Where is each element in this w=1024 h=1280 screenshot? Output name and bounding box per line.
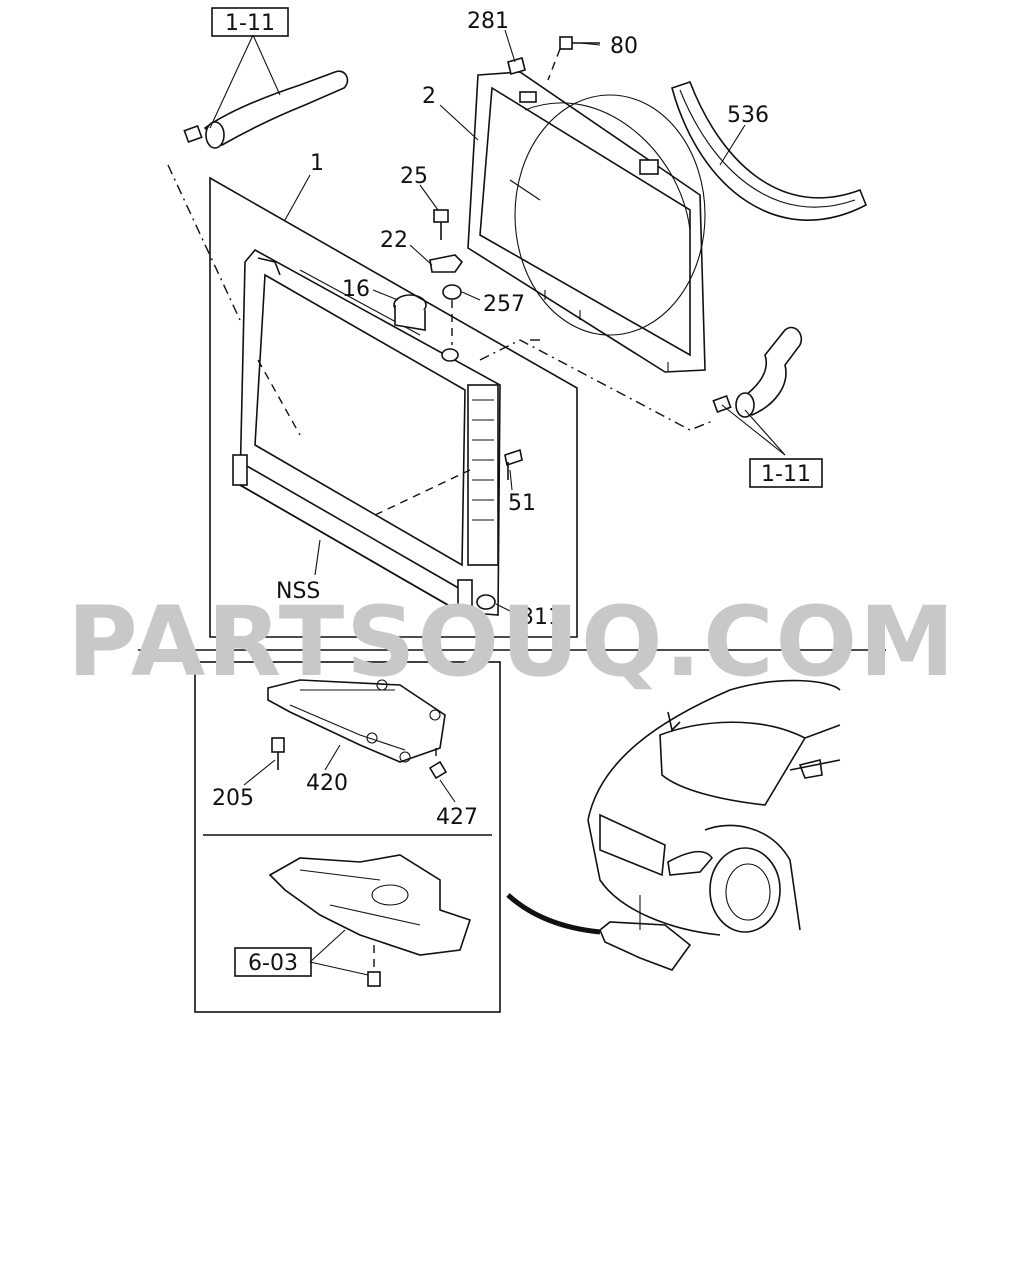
clip-281[interactable] [507, 57, 526, 75]
callout-22: 22 [380, 228, 408, 253]
callout-25: 25 [400, 164, 428, 189]
bolt-205[interactable] [271, 737, 285, 770]
skid-plate-inset-box [194, 661, 501, 1013]
radiator-assembly-frame [209, 176, 578, 638]
callout-420: 420 [306, 771, 348, 796]
inset-leaders [243, 744, 456, 803]
ref-box-top[interactable]: 1-11 [211, 7, 289, 37]
ref-label-top: 1-11 [225, 11, 275, 36]
skid-plate[interactable] [268, 854, 472, 956]
callout-80: 80 [610, 34, 638, 59]
callout-nss: NSS [276, 579, 320, 604]
callout-311: 311 [520, 605, 562, 630]
clip-51[interactable] [504, 448, 523, 480]
vehicle-front-illustration [506, 679, 841, 971]
bolt-skid[interactable] [367, 945, 381, 987]
callout-1: 1 [310, 151, 324, 176]
radiator-cap[interactable] [393, 294, 427, 331]
grommet-257[interactable] [441, 284, 462, 362]
callout-536: 536 [727, 103, 769, 128]
ref-box-right[interactable]: 1-11 [749, 458, 823, 488]
bolt-25[interactable] [433, 209, 449, 240]
screw-80[interactable] [547, 36, 600, 81]
lower-hose-connector-line [479, 339, 716, 431]
callout-205: 205 [212, 786, 254, 811]
callout-2: 2 [422, 84, 436, 109]
fan-shroud[interactable] [467, 71, 706, 373]
callout-427: 427 [436, 805, 478, 830]
splash-shield[interactable] [267, 679, 446, 763]
callout-281: 281 [467, 9, 509, 34]
callout-51: 51 [508, 491, 536, 516]
callout-16: 16 [342, 277, 370, 302]
upper-radiator-hose[interactable] [183, 70, 349, 149]
callout-257: 257 [483, 292, 525, 317]
skid-leaders [309, 929, 369, 976]
ref-label-right: 1-11 [761, 462, 811, 487]
leader-lines [209, 29, 786, 616]
fan-guard[interactable] [671, 80, 868, 221]
ref-label-bottom: 6-03 [248, 951, 298, 976]
hose-connector-line [167, 164, 241, 321]
ref-box-bottom[interactable]: 6-03 [234, 947, 312, 977]
clip-427[interactable] [428, 748, 448, 780]
lower-radiator-hose[interactable] [712, 326, 803, 418]
watermark: PARTSOUQ.COM [67, 586, 956, 698]
radiator[interactable] [232, 248, 501, 616]
grommet-311[interactable] [476, 594, 496, 610]
bracket-22[interactable] [429, 254, 464, 273]
